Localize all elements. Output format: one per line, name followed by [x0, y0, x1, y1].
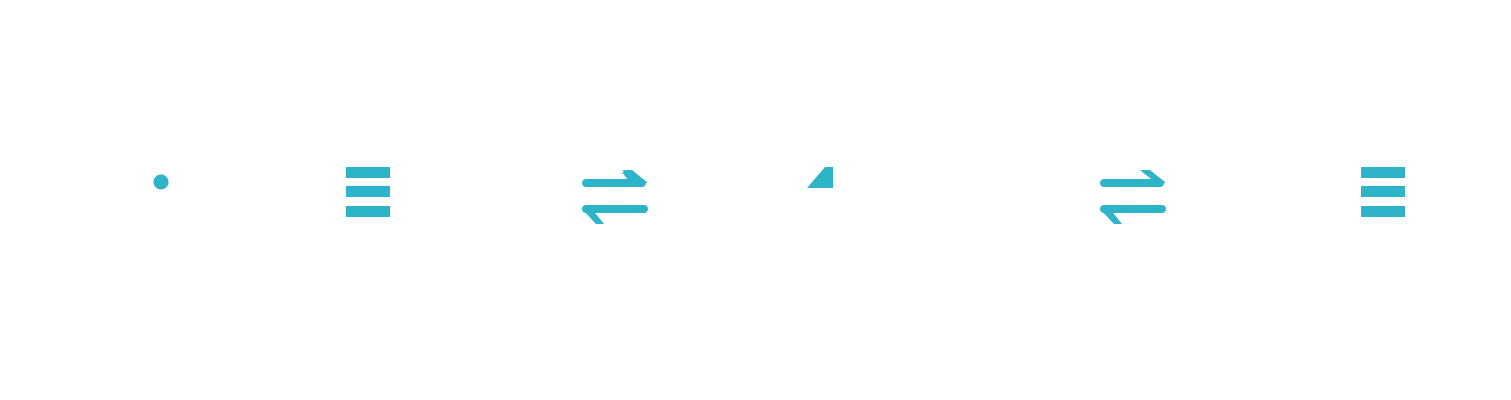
triangle-icon[interactable] — [805, 167, 835, 191]
swap-icon[interactable] — [1096, 168, 1168, 226]
menu-icon[interactable] — [343, 165, 393, 223]
dot-icon[interactable] — [150, 171, 172, 193]
menu-icon[interactable] — [1358, 165, 1408, 223]
swap-icon[interactable] — [578, 168, 650, 226]
